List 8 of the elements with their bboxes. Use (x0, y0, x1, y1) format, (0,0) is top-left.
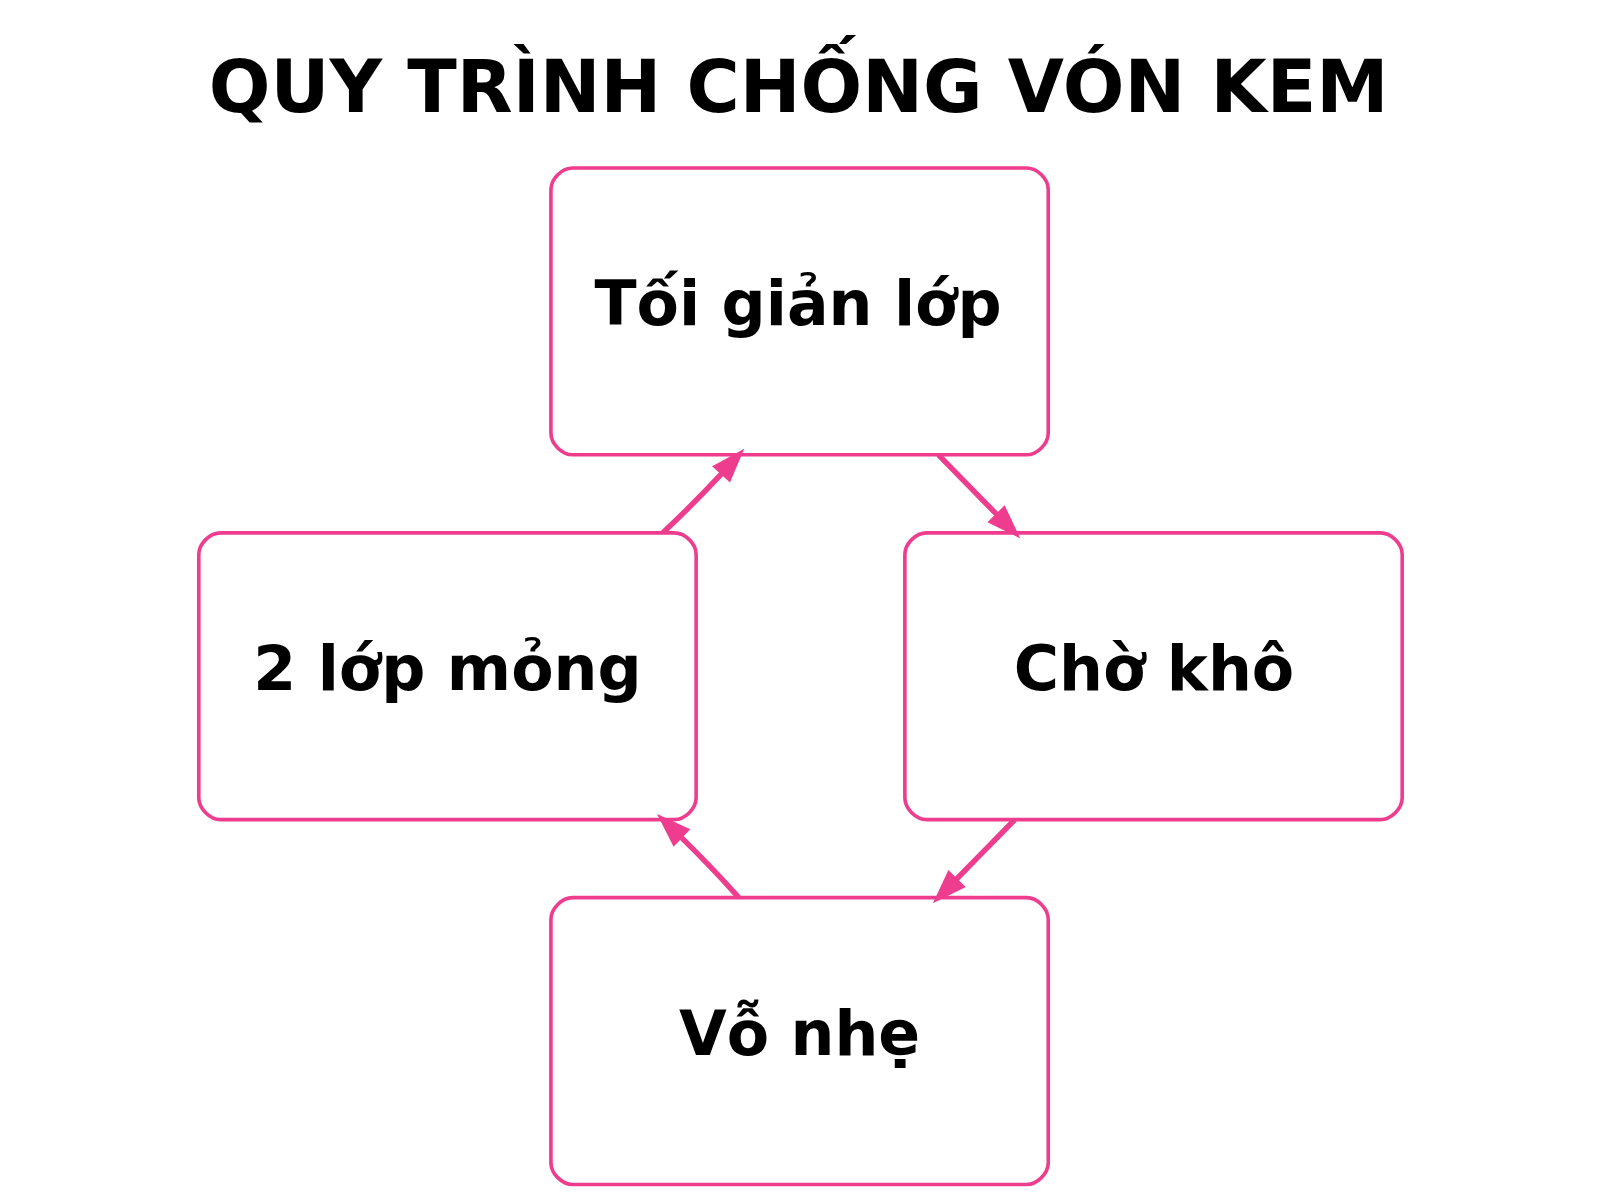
arrow (660, 448, 744, 535)
arrow (656, 814, 741, 900)
arrow (936, 453, 1020, 539)
node-box: 2 lớp mỏng (196, 531, 698, 822)
arrow (932, 817, 1017, 904)
node-box: Chờ khô (902, 531, 1404, 822)
node-box: Tối giản lớp (548, 166, 1050, 457)
node-box: Vỗ nhẹ (548, 895, 1050, 1187)
